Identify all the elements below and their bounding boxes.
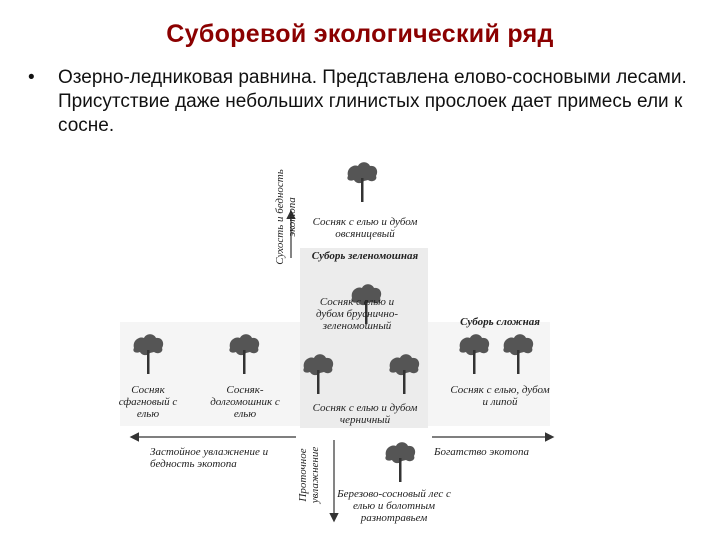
pine-tree-icon — [229, 334, 260, 374]
pine-tree-icon — [303, 354, 334, 394]
pine-tree-icon — [351, 284, 382, 324]
label-left-1: Сосняк сфагновый с елью — [118, 384, 178, 420]
bullet-dot: • — [28, 67, 35, 88]
pine-tree-icon — [459, 334, 490, 374]
label-left-2: Сосняк-долгомошник с елью — [210, 384, 280, 420]
pine-tree-icon — [385, 442, 416, 482]
slide-title: Суборевой экологический ряд — [166, 20, 554, 48]
pine-tree-icon — [347, 162, 378, 202]
axis-stagnant-label: Застойное увлажнение и бедность экотопа — [150, 446, 269, 470]
pine-tree-icon — [503, 334, 534, 374]
label-green-moss: Суборь зеленомошная — [311, 250, 419, 262]
label-blueberry: Сосняк с елью и дубом черничный — [312, 402, 418, 426]
axis-richness-label: Богатство экотопа — [434, 446, 529, 458]
bullet-text: Озерно-ледниковая равнина. Представлена … — [58, 67, 687, 136]
axis-flowing-label: Проточное увлажнение — [297, 446, 321, 504]
label-bottom: Березово-сосновый лес с елью и болотным … — [337, 488, 451, 524]
label-right: Сосняк с елью, дубом и липой — [450, 384, 550, 408]
label-complex: Суборь сложная — [460, 316, 540, 328]
label-center-forest: Сосняк с елью и дубом бруснично-зеленомо… — [315, 296, 399, 332]
axis-dryness-label: Сухость и бедность экотопа — [274, 169, 298, 265]
pine-tree-icon — [133, 334, 164, 374]
pine-tree-icon — [389, 354, 420, 394]
label-top-forest: Сосняк с елью и дубом овсяницевый — [312, 216, 418, 240]
